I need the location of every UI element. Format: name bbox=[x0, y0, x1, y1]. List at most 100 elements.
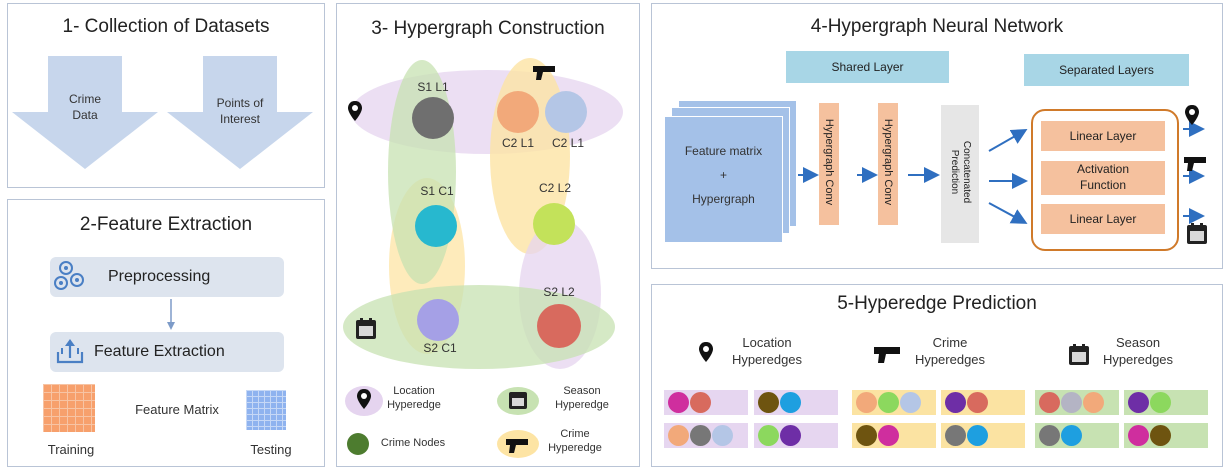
poi-arrow bbox=[167, 56, 313, 169]
preprocessing-label: Preprocessing bbox=[108, 268, 211, 285]
node-dot bbox=[668, 392, 689, 413]
crime-node-c2l1-a bbox=[497, 91, 539, 133]
node-dot bbox=[1061, 425, 1082, 446]
panel-collection-of-datasets: 1- Collection of Datasets Crime Data Poi… bbox=[7, 3, 325, 188]
legend-season-label: Season Hyperedge bbox=[555, 385, 609, 412]
panel-title: 2-Feature Extraction bbox=[79, 214, 253, 235]
calendar-icon bbox=[356, 318, 376, 339]
node-dot bbox=[712, 425, 733, 446]
node-dot bbox=[856, 392, 877, 413]
hyperedge-chip bbox=[664, 390, 748, 415]
node-dot bbox=[1039, 392, 1060, 413]
hyperedge-chip bbox=[941, 423, 1025, 448]
node-dot bbox=[878, 392, 899, 413]
testing-label: Testing bbox=[250, 442, 292, 457]
hyperedge-icons bbox=[348, 66, 555, 339]
crime-node-c2l1-b bbox=[545, 91, 587, 133]
shared-layer-label: Shared Layer bbox=[786, 51, 949, 83]
node-dot bbox=[780, 392, 801, 413]
crime-node-s2c1 bbox=[417, 299, 459, 341]
node-dot bbox=[900, 392, 921, 413]
node-label-c2l2: C2 L2 bbox=[538, 181, 572, 195]
hyperedge-chip bbox=[852, 423, 936, 448]
panel-title: 1- Collection of Datasets bbox=[62, 16, 270, 37]
crime-node-s1l1 bbox=[412, 97, 454, 139]
gun-icon bbox=[1184, 157, 1206, 171]
crime-data-label: Crime Data bbox=[69, 92, 101, 122]
node-dot bbox=[945, 425, 966, 446]
poi-label: Points of Interest bbox=[216, 96, 264, 126]
hyperedge-chip bbox=[1124, 390, 1208, 415]
panel-title: 4-Hypergraph Neural Network bbox=[810, 16, 1064, 37]
preprocessing-box: Preprocessing bbox=[50, 257, 284, 297]
group-label-location: Location Hyperedges bbox=[731, 335, 803, 367]
location-pin-icon bbox=[348, 101, 362, 121]
crime-node-c2l2 bbox=[533, 203, 575, 245]
node-dot bbox=[668, 425, 689, 446]
linear-layer-2: Linear Layer bbox=[1041, 204, 1165, 234]
node-dot bbox=[1039, 425, 1060, 446]
calendar-icon bbox=[1187, 223, 1207, 244]
node-dot bbox=[1083, 392, 1104, 413]
crime-node-s1c1 bbox=[415, 205, 457, 247]
node-label-c2l1-b: C2 L1 bbox=[551, 136, 585, 150]
node-dot bbox=[1150, 425, 1171, 446]
panel-hyperedge-prediction: 5-Hyperedge Prediction Location Hyperedg… bbox=[651, 284, 1223, 467]
training-matrix-icon bbox=[43, 384, 95, 432]
hyperedge-chip bbox=[852, 390, 936, 415]
node-dot bbox=[758, 425, 779, 446]
panel-title: 5-Hyperedge Prediction bbox=[837, 293, 1037, 314]
node-dot bbox=[1128, 425, 1149, 446]
hypergraph-conv-layer-1: Hypergraph Conv bbox=[819, 103, 839, 225]
testing-matrix-icon bbox=[246, 390, 286, 430]
legend-swatches bbox=[345, 386, 539, 458]
node-label-s2l2: S2 L2 bbox=[543, 285, 575, 299]
group-label-season: Season Hyperedges bbox=[1102, 335, 1174, 367]
upload-tray-icon bbox=[56, 339, 84, 364]
linear-layer-1: Linear Layer bbox=[1041, 121, 1165, 151]
panel-title: 3- Hypergraph Construction bbox=[371, 18, 605, 39]
hyperedge-chip bbox=[941, 390, 1025, 415]
location-pin-icon bbox=[699, 342, 713, 362]
panel-hypergraph-construction: 3- Hypergraph Construction S1 L1 C2 L1 C… bbox=[336, 3, 640, 467]
node-dot bbox=[856, 425, 877, 446]
dataset-arrows bbox=[12, 56, 313, 169]
node-dot bbox=[780, 425, 801, 446]
node-dot bbox=[967, 425, 988, 446]
crime-node-s2l2 bbox=[537, 304, 581, 348]
gun-icon bbox=[874, 347, 900, 363]
node-dot bbox=[878, 425, 899, 446]
node-dot bbox=[1128, 392, 1149, 413]
node-label-s1c1: S1 C1 bbox=[420, 184, 454, 198]
gears-icon bbox=[54, 261, 84, 290]
feature-stack-front: Feature matrix + Hypergraph bbox=[664, 116, 783, 243]
node-dot bbox=[1061, 392, 1082, 413]
feature-extraction-box: Feature Extraction bbox=[50, 332, 284, 372]
gun-icon bbox=[533, 66, 555, 80]
node-dot bbox=[1150, 392, 1171, 413]
hyperedge-chip bbox=[1035, 390, 1119, 415]
training-label: Training bbox=[47, 442, 95, 457]
node-label-s2c1: S2 C1 bbox=[423, 341, 457, 355]
crime-data-arrow bbox=[12, 56, 158, 169]
hyperedge-chip bbox=[664, 423, 748, 448]
calendar-icon bbox=[1069, 344, 1089, 365]
legend-crime-nodes-label: Crime Nodes bbox=[380, 437, 446, 449]
feature-matrix-label: Feature Matrix bbox=[135, 402, 219, 417]
node-label-s1l1: S1 L1 bbox=[417, 80, 449, 94]
node-dot bbox=[758, 392, 779, 413]
flow-arrow bbox=[167, 299, 175, 330]
nn-flow-arrows bbox=[798, 105, 1207, 244]
legend-crime-label: Crime Hyperedge bbox=[548, 428, 602, 455]
node-label-c2l1-a: C2 L1 bbox=[501, 136, 535, 150]
hyperedge-chip bbox=[754, 390, 838, 415]
node-dot bbox=[945, 392, 966, 413]
concatenated-prediction-block: Concatenated Prediction bbox=[941, 105, 979, 243]
node-dot bbox=[967, 392, 988, 413]
legend-location-label: Location Hyperedge bbox=[387, 385, 441, 412]
hyperedge-chip bbox=[754, 423, 838, 448]
hypergraph-conv-layer-2: Hypergraph Conv bbox=[878, 103, 898, 225]
separated-layers-box bbox=[1031, 109, 1179, 251]
panel-feature-extraction: 2-Feature Extraction Preprocessing Featu… bbox=[7, 199, 325, 467]
panel-hypergraph-neural-network: 4-Hypergraph Neural Network Shared Layer… bbox=[651, 3, 1223, 269]
